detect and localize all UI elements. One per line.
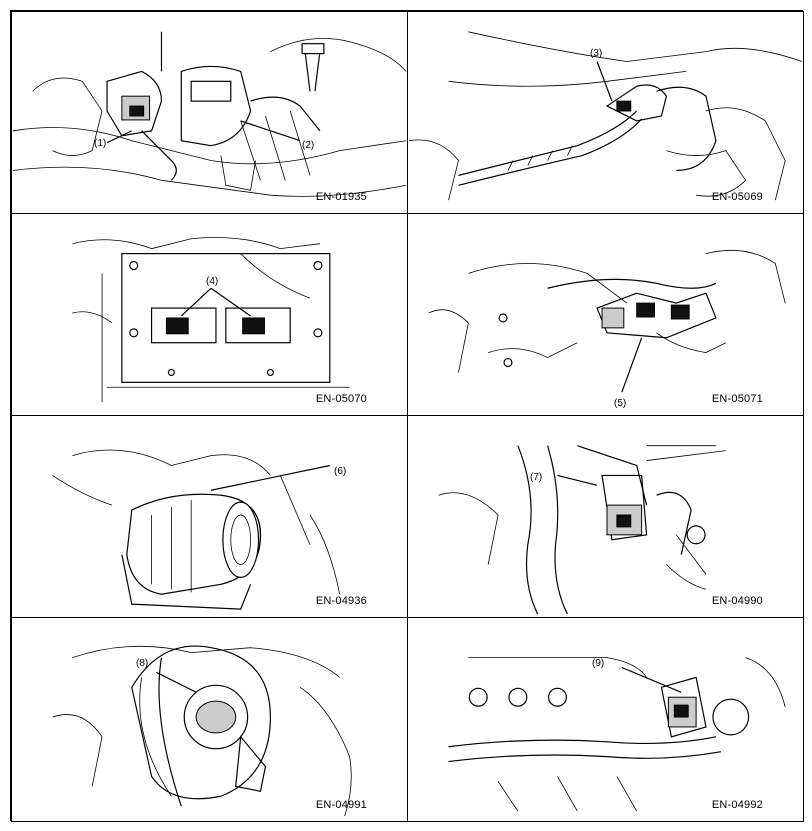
callout-label: (6)	[334, 466, 347, 477]
figure-code: EN-05069	[711, 191, 763, 203]
callout-label: (3)	[590, 48, 603, 59]
figure-cell-3: (4) EN-05070	[11, 213, 408, 416]
engine-illustration-8	[448, 657, 786, 812]
figure-cell-1: (1) (2) EN-01935	[11, 11, 408, 214]
engine-illustration-7	[52, 645, 352, 817]
figure-table: (1) (2) EN-01935 (3) EN-05069	[10, 10, 804, 822]
engine-illustration-3	[72, 237, 350, 403]
figure-code: EN-04936	[315, 595, 367, 607]
figure-cell-6: (7) EN-04990	[407, 415, 804, 618]
callout-label: (1)	[94, 138, 107, 149]
engine-illustration-2	[408, 31, 803, 201]
figure-code: EN-01935	[315, 191, 367, 203]
callout-label: (2)	[302, 140, 315, 151]
figure-cell-7: (8) EN-04991	[11, 617, 408, 822]
figure-code: EN-05070	[315, 393, 367, 405]
figure-code: EN-05071	[711, 393, 763, 405]
callout-label: (5)	[614, 398, 627, 409]
engine-illustration-4	[428, 249, 786, 393]
callout-label: (8)	[136, 658, 149, 669]
figure-cell-8: (9) EN-04992	[407, 617, 804, 822]
figure-cell-5: (6) EN-04936	[11, 415, 408, 618]
engine-illustration-6	[438, 445, 726, 615]
callout-label: (7)	[530, 472, 543, 483]
engine-illustration-5	[52, 449, 341, 610]
figure-cell-4: (5) EN-05071	[407, 213, 804, 416]
engine-illustration-1	[12, 31, 407, 197]
figure-code: EN-04990	[711, 595, 763, 607]
callout-label: (9)	[592, 658, 605, 669]
figure-code: EN-04992	[711, 799, 763, 811]
figure-code: EN-04991	[315, 799, 367, 811]
callout-label: (4)	[206, 276, 219, 287]
figure-cell-2: (3) EN-05069	[407, 11, 804, 214]
